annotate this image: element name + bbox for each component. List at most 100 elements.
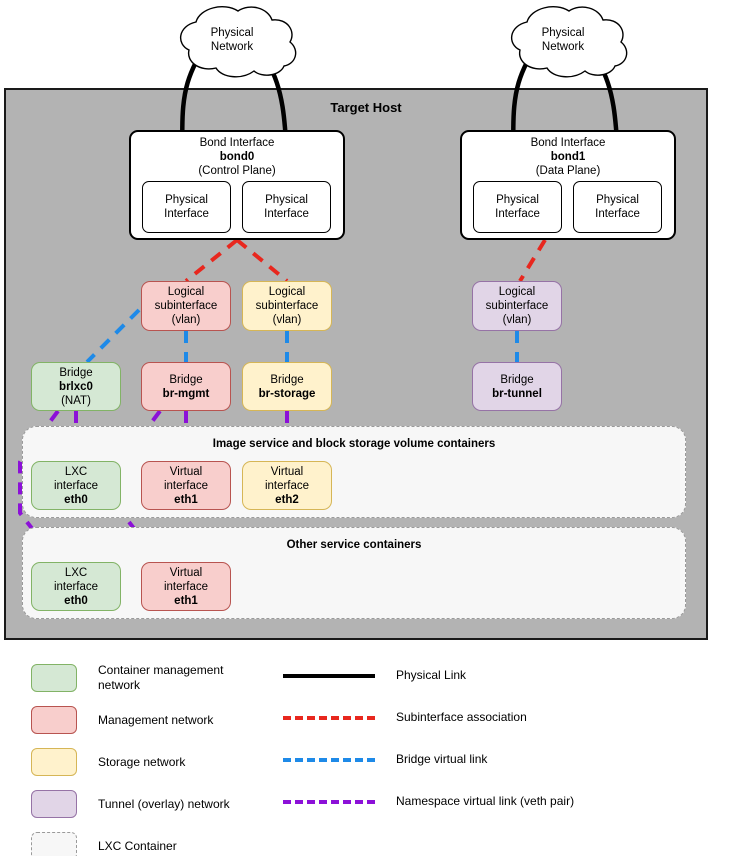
bridge-br-tunnel-title: Bridge <box>500 373 534 386</box>
legend-label: Tunnel (overlay) network <box>98 796 230 811</box>
c1-if0-line2: interface <box>53 479 99 492</box>
legend-label: Container management network <box>98 663 224 692</box>
bridge-br-storage[interactable]: Bridge br-storage <box>242 362 332 411</box>
subif-mgmt-line1: Logical <box>167 286 205 298</box>
legend-line-dashed-violet <box>283 799 375 804</box>
cloud-left-label-2: Network <box>211 41 253 53</box>
cloud-right-label-1: Physical <box>542 27 585 39</box>
legend-swatch-purple <box>31 790 77 818</box>
bridge-brlxc0-title: Bridge <box>59 366 93 379</box>
c2-if0-line2: interface <box>53 580 99 593</box>
port-label-line2: Interface <box>164 208 209 220</box>
container1-virtual-interface-eth1[interactable]: Virtual interface eth1 <box>141 461 231 510</box>
legend-line-solid-black <box>283 673 375 678</box>
subif-storage-line1: Logical <box>268 286 306 298</box>
legend-label: Storage network <box>98 754 186 769</box>
subif-mgmt-line3: (vlan) <box>171 314 201 326</box>
legend-label: Namespace virtual link (veth pair) <box>396 794 575 808</box>
bridge-brlxc0-id: brlxc0 <box>59 380 93 393</box>
port-label-line2: Interface <box>595 208 640 220</box>
container2-lxc-interface-eth0[interactable]: LXC interface eth0 <box>31 562 121 611</box>
legend-lxc-container: LXC Container <box>31 832 261 856</box>
bridge-br-tunnel[interactable]: Bridge br-tunnel <box>472 362 562 411</box>
bridge-br-tunnel-id: br-tunnel <box>492 387 542 400</box>
legend-container-management-network: Container management network <box>31 663 261 693</box>
bond1-physical-interface-2[interactable]: Physical Interface <box>573 181 662 233</box>
bond1-title: Bond Interface <box>530 137 606 149</box>
legend-swatch-yellow <box>31 748 77 776</box>
bridge-brlxc0[interactable]: Bridge brlxc0 (NAT) <box>31 362 121 411</box>
legend-swatch-green <box>31 664 77 692</box>
container1-virtual-interface-eth2[interactable]: Virtual interface eth2 <box>242 461 332 510</box>
legend-label: Management network <box>98 712 214 727</box>
subif-storage-line2: subinterface <box>255 300 319 312</box>
bond0-id: bond0 <box>219 151 255 163</box>
legend-line-dashed-blue <box>283 757 375 762</box>
legend-line-dashed-red <box>283 715 375 720</box>
port-label-line1: Physical <box>496 194 539 206</box>
subif-storage-line3: (vlan) <box>272 314 302 326</box>
c1-if0-id: eth0 <box>64 493 88 506</box>
subif-mgmt-line2: subinterface <box>154 300 218 312</box>
container2-virtual-interface-eth1[interactable]: Virtual interface eth1 <box>141 562 231 611</box>
c2-if0-line1: LXC <box>64 566 88 579</box>
panel-image-block-title: Image service and block storage volume c… <box>212 438 496 450</box>
c1-if1-line2: interface <box>163 479 209 492</box>
bridge-brlxc0-note: (NAT) <box>61 394 91 407</box>
legend-label: Subinterface association <box>396 710 527 724</box>
c1-if2-line1: Virtual <box>270 465 304 478</box>
bridge-br-mgmt-title: Bridge <box>169 373 203 386</box>
panel-other-services-title: Other service containers <box>286 539 422 551</box>
bond1-id: bond1 <box>550 151 586 163</box>
legend-label: LXC Container <box>98 838 177 853</box>
bridge-br-mgmt-id: br-mgmt <box>162 387 210 400</box>
logical-subinterface-tunnel[interactable]: Logical subinterface (vlan) <box>472 281 562 331</box>
bond1-role: (Data Plane) <box>535 165 601 177</box>
c2-if1-id: eth1 <box>174 594 198 607</box>
bridge-br-storage-id: br-storage <box>258 387 316 400</box>
legend-tunnel-overlay-network: Tunnel (overlay) network <box>31 790 261 818</box>
c1-if2-line2: interface <box>264 479 310 492</box>
bond0-title: Bond Interface <box>199 137 275 149</box>
port-label-line1: Physical <box>265 194 308 206</box>
page-title: Target Host <box>330 100 402 115</box>
port-label-line2: Interface <box>495 208 540 220</box>
c2-if1-line1: Virtual <box>169 566 203 579</box>
cloud-left-label-1: Physical <box>211 27 254 39</box>
legend-bridge-virtual-link: Bridge virtual link <box>283 752 487 767</box>
subif-tunnel-line2: subinterface <box>485 300 549 312</box>
legend-management-network: Management network <box>31 706 261 734</box>
legend-storage-network: Storage network <box>31 748 261 776</box>
legend-swatch-dashed <box>31 832 77 856</box>
logical-subinterface-storage[interactable]: Logical subinterface (vlan) <box>242 281 332 331</box>
bond0-physical-interface-2[interactable]: Physical Interface <box>242 181 331 233</box>
container1-lxc-interface-eth0[interactable]: LXC interface eth0 <box>31 461 121 510</box>
port-label-line1: Physical <box>165 194 208 206</box>
legend-swatch-pink <box>31 706 77 734</box>
port-label-line2: Interface <box>264 208 309 220</box>
c2-if0-id: eth0 <box>64 594 88 607</box>
panel-other-services: Other service containers <box>22 527 686 619</box>
subif-tunnel-line1: Logical <box>498 286 536 298</box>
legend-physical-link: Physical Link <box>283 668 466 683</box>
port-label-line1: Physical <box>596 194 639 206</box>
bridge-br-storage-title: Bridge <box>270 373 304 386</box>
logical-subinterface-mgmt[interactable]: Logical subinterface (vlan) <box>141 281 231 331</box>
legend-label: Bridge virtual link <box>396 752 488 766</box>
cloud-right: Physical Network <box>511 6 628 78</box>
bond0-role: (Control Plane) <box>198 165 276 177</box>
bond1-physical-interface-1[interactable]: Physical Interface <box>473 181 562 233</box>
panel-image-block: Image service and block storage volume c… <box>22 426 686 518</box>
cloud-right-label-2: Network <box>542 41 584 53</box>
bond0-physical-interface-1[interactable]: Physical Interface <box>142 181 231 233</box>
c1-if2-id: eth2 <box>275 493 299 506</box>
legend-subinterface-assoc: Subinterface association <box>283 710 527 725</box>
legend: Container management network Management … <box>0 648 732 856</box>
c1-if0-line1: LXC <box>64 465 88 478</box>
c1-if1-line1: Virtual <box>169 465 203 478</box>
legend-label: Physical Link <box>396 668 467 682</box>
cloud-left: Physical Network <box>180 6 297 78</box>
legend-namespace-virtual-link: Namespace virtual link (veth pair) <box>283 794 574 809</box>
bridge-br-mgmt[interactable]: Bridge br-mgmt <box>141 362 231 411</box>
